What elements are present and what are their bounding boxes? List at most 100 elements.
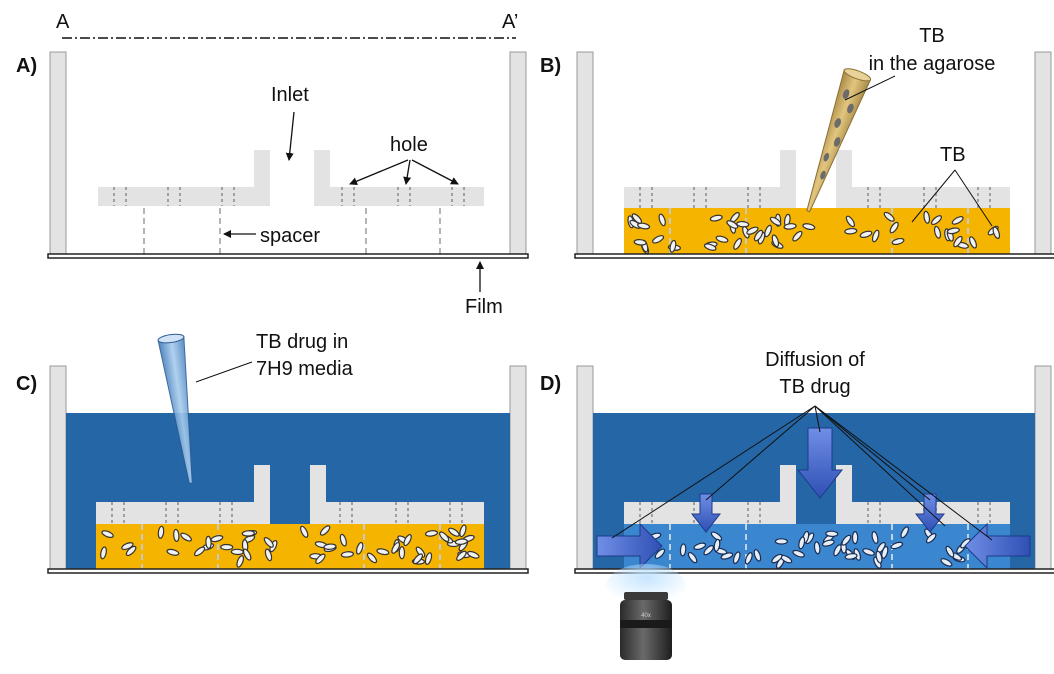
inlet-arrow — [285, 111, 295, 161]
right-wall — [1034, 51, 1052, 259]
bacterium — [263, 537, 274, 548]
bacterium — [439, 531, 450, 542]
diffusion-arrow-inlet — [796, 427, 844, 499]
inlet-label: Inlet — [271, 84, 309, 106]
bacterium — [693, 542, 707, 550]
film-label: Film — [465, 296, 503, 318]
bacteria-group — [633, 526, 979, 569]
bacterium — [792, 549, 805, 558]
panel-b-tag: B) — [540, 55, 561, 77]
top-plate-left — [98, 150, 270, 206]
bacterium — [631, 213, 643, 224]
bacterium — [264, 548, 273, 562]
bacterium — [366, 552, 378, 564]
bacterium — [456, 550, 467, 561]
film — [47, 253, 529, 259]
bacterium — [125, 545, 137, 557]
bacterium — [230, 548, 244, 556]
spacers — [143, 208, 441, 254]
panel-a-tag: A) — [16, 55, 37, 77]
bacterium — [658, 213, 666, 227]
diffusion-arrow-side-right — [964, 522, 1031, 570]
bacterium — [753, 548, 762, 562]
bacterium — [713, 538, 721, 552]
bacterium — [802, 223, 816, 231]
bacterium — [798, 536, 806, 550]
panel-d: D) Diffusion of TB drug — [540, 349, 1054, 660]
bacterium — [726, 220, 739, 229]
bacterium — [467, 550, 480, 559]
pipette-tip-drug — [157, 333, 193, 484]
bacterium — [319, 525, 331, 536]
bacterium — [323, 543, 337, 550]
bacterium — [403, 534, 412, 547]
bacterium — [654, 548, 666, 559]
bacterium — [194, 546, 206, 557]
tip-label-leader — [844, 75, 896, 101]
bacterium — [992, 226, 1001, 240]
bacterium — [652, 235, 665, 244]
panel-c: C) TB drug in 7H9 media — [16, 331, 529, 574]
section-end-label: A’ — [502, 11, 518, 33]
bacterium — [821, 539, 835, 547]
bacterium — [448, 527, 460, 537]
bacterium — [339, 533, 347, 547]
bacterium — [774, 538, 789, 545]
bacterium — [891, 237, 905, 246]
bacterium — [633, 239, 647, 246]
bacterium — [953, 235, 963, 248]
bacterium — [340, 551, 354, 558]
objective-tip — [624, 592, 668, 600]
panel-a: A) Inlet hole spacer Film — [16, 51, 529, 318]
bacterium — [687, 551, 698, 564]
drug-label-line1: TB drug in — [256, 331, 348, 353]
bacterium — [844, 553, 858, 560]
objective-band — [620, 620, 672, 628]
bacterium — [900, 526, 909, 539]
bacteria-group — [627, 210, 1001, 255]
bacterium — [968, 236, 978, 249]
bacterium — [679, 543, 687, 557]
bacterium — [951, 216, 964, 225]
bacterium — [703, 243, 717, 251]
top-plate-left — [96, 465, 270, 524]
bacterium — [157, 525, 165, 539]
bacterium — [825, 530, 839, 538]
bacterium — [851, 530, 859, 545]
diffusion-leaders — [611, 405, 993, 541]
bacterium — [101, 530, 114, 538]
bacterium — [933, 225, 942, 239]
left-wall — [576, 51, 594, 259]
bacterium — [715, 235, 729, 243]
bacterium — [844, 227, 858, 235]
top-plate-right — [314, 150, 484, 206]
drug-label-leader — [195, 361, 253, 383]
bacterium — [300, 525, 309, 538]
tip-label-line1: TB — [919, 25, 945, 47]
tb-leaders — [911, 169, 993, 227]
diffusion-label-line1: Diffusion of — [765, 349, 865, 371]
bacterium — [637, 222, 651, 230]
diffusion-label-line2: TB drug — [779, 376, 850, 398]
bacterium — [736, 220, 750, 228]
bacterium — [376, 548, 390, 556]
bacterium — [236, 555, 245, 568]
bacterium — [871, 229, 880, 243]
objective-lens: 40x — [606, 564, 686, 660]
bacterium — [669, 239, 677, 253]
bacterium — [173, 528, 180, 542]
bacterium — [845, 215, 855, 228]
left-wall — [576, 365, 594, 573]
bacterium — [813, 541, 821, 555]
bacteria-group — [100, 524, 480, 568]
top-plate-left — [624, 150, 796, 208]
bacterium — [946, 227, 960, 235]
pipette-tip-tb — [806, 68, 872, 213]
bacterium — [180, 532, 192, 542]
bacterium — [121, 542, 134, 551]
left-wall — [49, 365, 67, 573]
bacterium — [220, 543, 234, 551]
spacer-label: spacer — [260, 225, 320, 247]
diffusion-arrow-hole-left — [690, 493, 722, 533]
